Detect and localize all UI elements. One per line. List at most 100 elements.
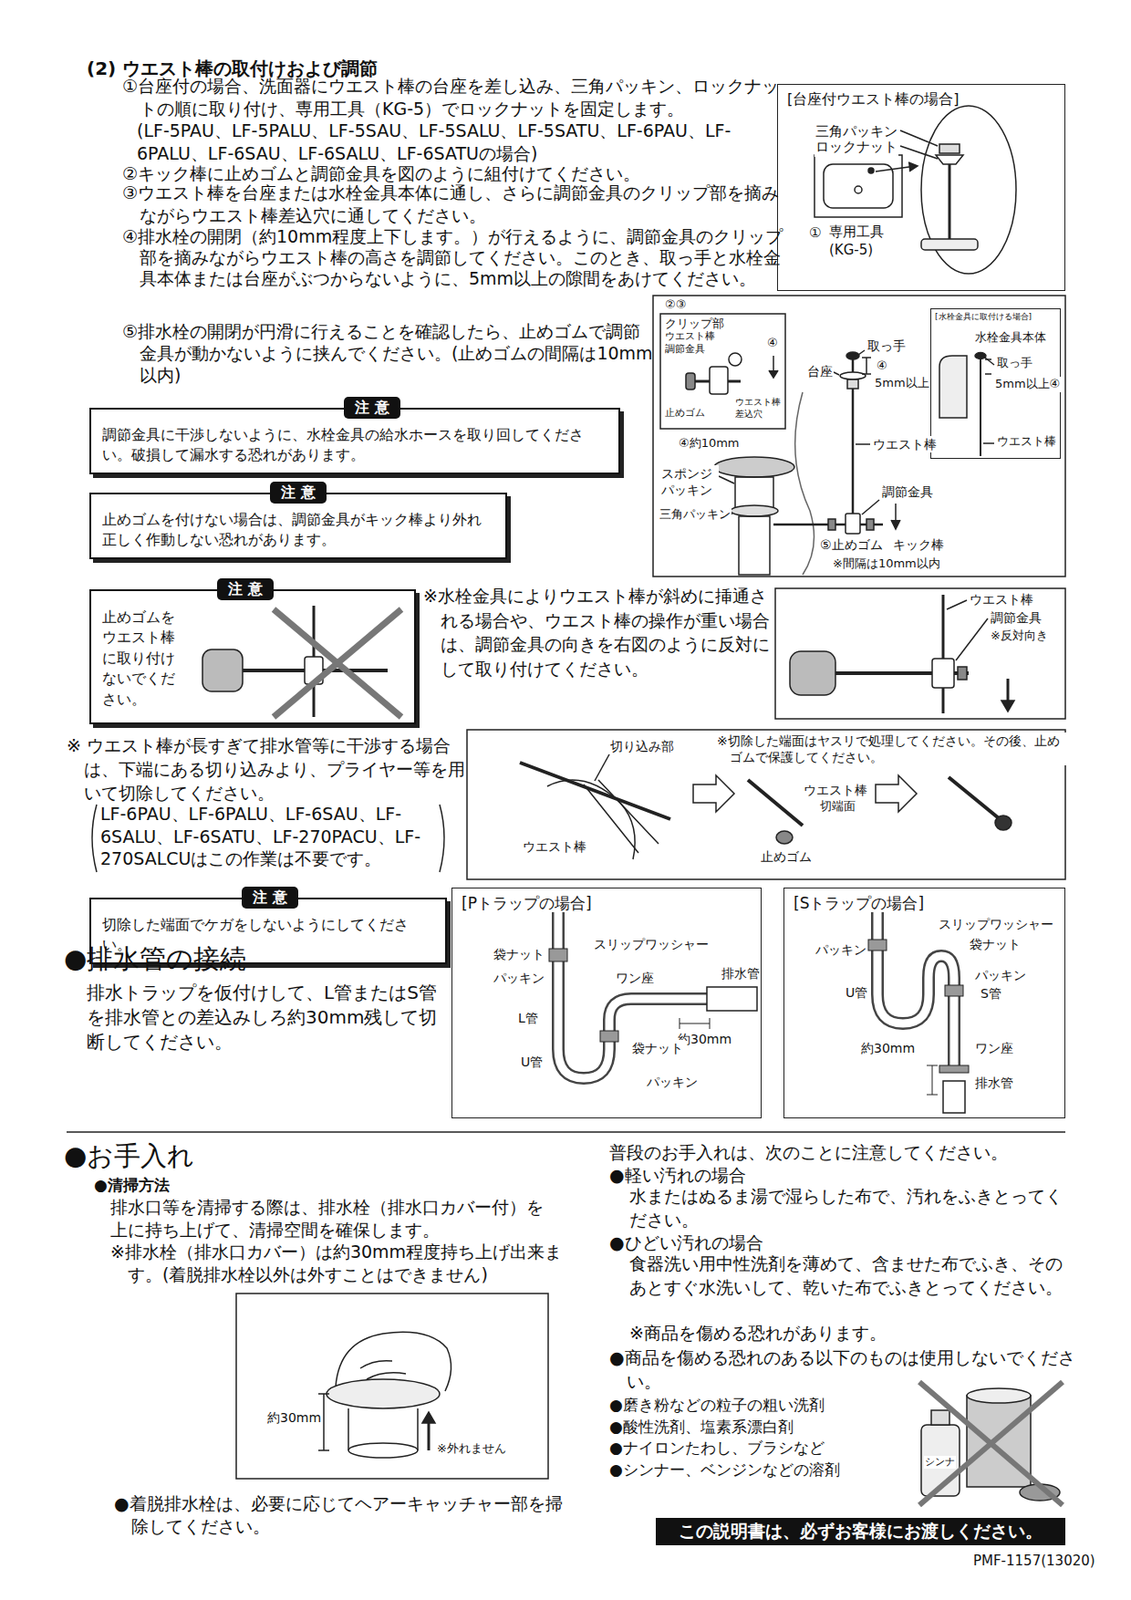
body-text: ●磨き粉などの粒子の粗い洗剤 [609, 1394, 825, 1415]
drain-cleaning-figure [322, 1393, 325, 1451]
part-label: ④ [875, 358, 889, 374]
p-trap-figure [549, 912, 758, 1079]
prohibited-items-figure [919, 1381, 1063, 1505]
body-text: ①台座付の場合、洗面器にウエスト棒の台座を差し込み、三角パッキン、ロックナットの… [122, 74, 788, 120]
figure-title: [台座付ウエスト棒の場合] [778, 84, 1065, 114]
part-label: スポンジ パッキン [660, 465, 719, 499]
s-trap-figure [868, 912, 969, 1113]
part-label: U管 [519, 1053, 544, 1070]
caution-box: 注 意調節金具に干渉しないように、水栓金具の給水ホースを取り回してください。破損… [89, 407, 621, 475]
part-label: スリップワッシャー [937, 915, 1055, 933]
caution-box: 注 意止めゴムを付けない場合は、調節金具がキック棒より外れ正しく作動しない恐れが… [89, 492, 508, 560]
figure-frame [439, 804, 445, 872]
part-label: 袋ナット [631, 1039, 685, 1057]
waste-rod-figure [738, 516, 770, 575]
figure-frame [660, 313, 786, 429]
body-text: 食器洗い用中性洗剤を薄めて、含ませた布でふき、そのあとすぐ水洗いして、乾いた布で… [629, 1251, 1066, 1299]
figure-frame [66, 295, 1066, 1479]
part-label: 調節金具 [881, 483, 934, 500]
cutting-figure [995, 815, 1012, 831]
basin-figure [814, 155, 903, 218]
waste-rod-figure [846, 352, 860, 360]
body-text: ※排水栓（排水口カバー）は約30mm程度持ち上げ出来ます。(着脱排水栓以外は外す… [110, 1240, 571, 1287]
p-trap-figure [600, 1030, 619, 1042]
drain-cleaning-figure [348, 1442, 418, 1458]
part-label: 切り込み部 [609, 737, 675, 755]
basin-figure [900, 145, 938, 159]
part-label: ① [808, 224, 822, 243]
body-text: ⑤排水栓の開閉が円滑に行えることを確認したら、止めゴムで調節金具が動かないように… [122, 320, 655, 386]
wrong-fit-figure [202, 649, 243, 692]
part-label: 約30mm [266, 1409, 322, 1426]
part-label: ウエスト棒 調節金具 [664, 330, 723, 357]
body-text: ④排水栓の開閉（約10mm程度上下します。）が行えるように、調節金具のクリップ部… [122, 226, 788, 290]
part-label: ウエスト棒 [968, 591, 1035, 608]
part-label: ウエスト棒 [996, 434, 1058, 450]
part-label: ※反対向き [989, 628, 1049, 644]
waste-rod-figure [985, 357, 995, 365]
reversed-clip-figure [946, 600, 967, 610]
part-label: ※切除した端面はヤスリで処理してください。その後、止めゴムで保護してください。 [716, 732, 1069, 766]
p-trap-figure [706, 986, 758, 1011]
figure-frame: [台座付ウエスト棒の場合] [777, 83, 1066, 291]
part-label: 排水管 [974, 1074, 1015, 1091]
body-text: ※ ウエスト棒が長すぎて排水管等に干渉する場合は、下端にある切り込みより、プライ… [66, 733, 467, 805]
waste-rod-figure [985, 373, 992, 375]
reversed-clip-figure [789, 651, 836, 696]
part-label: ②③ [664, 297, 687, 313]
drain-cleaning-figure [318, 1449, 330, 1452]
reversed-clip-figure [957, 666, 967, 680]
waste-rod-figure [735, 477, 774, 509]
body-text: ●酸性洗剤、塩素系漂白剤 [609, 1416, 794, 1437]
waste-rod-figure [718, 476, 735, 484]
p-trap-figure [709, 1017, 711, 1029]
section-heading: ●排水管の接続 [63, 942, 247, 977]
part-label: 5mm以上 [873, 375, 931, 392]
body-text: ③ウエスト棒を台座または水栓金具本体に通し、さらに調節金具のクリップ部を摘みなが… [122, 181, 788, 227]
part-label: 袋ナット [492, 945, 546, 963]
reversed-clip-figure [1001, 700, 1015, 712]
figure-title: [水栓金具に取付ける場合] [931, 309, 1060, 325]
cutting-figure [948, 777, 999, 819]
part-label: ウエスト棒 [871, 435, 938, 453]
figure-frame [236, 1293, 549, 1479]
basin-figure [900, 130, 938, 146]
s-trap-figure [939, 1065, 969, 1073]
basin-figure [921, 105, 1017, 274]
s-trap-figure [868, 939, 887, 951]
p-trap-figure [549, 948, 568, 962]
part-label: パッキン [974, 966, 1028, 984]
part-label: L管 [517, 1009, 540, 1027]
part-label: パッキン [645, 1073, 699, 1090]
prohibited-items-figure [966, 1395, 1031, 1487]
body-text: ●ひどい汚れの場合 [609, 1231, 764, 1255]
waste-rod-figure [728, 352, 742, 366]
notice-band: この説明書は、必ずお客様にお渡しください。 [655, 1517, 1066, 1546]
part-label: S管 [979, 985, 1003, 1002]
caution-header: 注 意 [217, 578, 274, 601]
reversed-clip-figure [955, 618, 988, 661]
part-label: 排水管 [720, 964, 761, 982]
waste-rod-figure [847, 379, 859, 389]
waste-rod-figure [845, 513, 861, 534]
waste-rod-figure [730, 505, 779, 517]
drain-cleaning-figure [348, 1408, 418, 1451]
part-label: 水栓金具本体 [974, 330, 1048, 346]
figure-frame: [Pトラップの場合] [451, 887, 762, 1119]
prohibited-items-figure [966, 1388, 1031, 1403]
part-label: 三角パッキン [658, 507, 732, 523]
part-label: 約30mm [860, 1039, 916, 1057]
part-label: 袋ナット [968, 935, 1022, 953]
prohibited-items-figure [919, 1381, 1063, 1505]
caution-header: 注 意 [269, 481, 327, 504]
figure-frame [66, 1131, 1066, 1133]
part-label: ※外れません [435, 1441, 508, 1457]
caution-header: 注 意 [343, 396, 401, 419]
body-text: ②キック棒に止めゴムと調節金具を図のように組付けてください。 [122, 162, 641, 186]
reversed-clip-figure [942, 594, 945, 714]
part-label: ⑤止めゴム [819, 536, 884, 553]
figure-frame [653, 295, 1066, 577]
waste-rod-figure [939, 355, 967, 418]
part-label: 止めゴム [759, 848, 813, 865]
part-label: 止めゴム [664, 406, 706, 420]
